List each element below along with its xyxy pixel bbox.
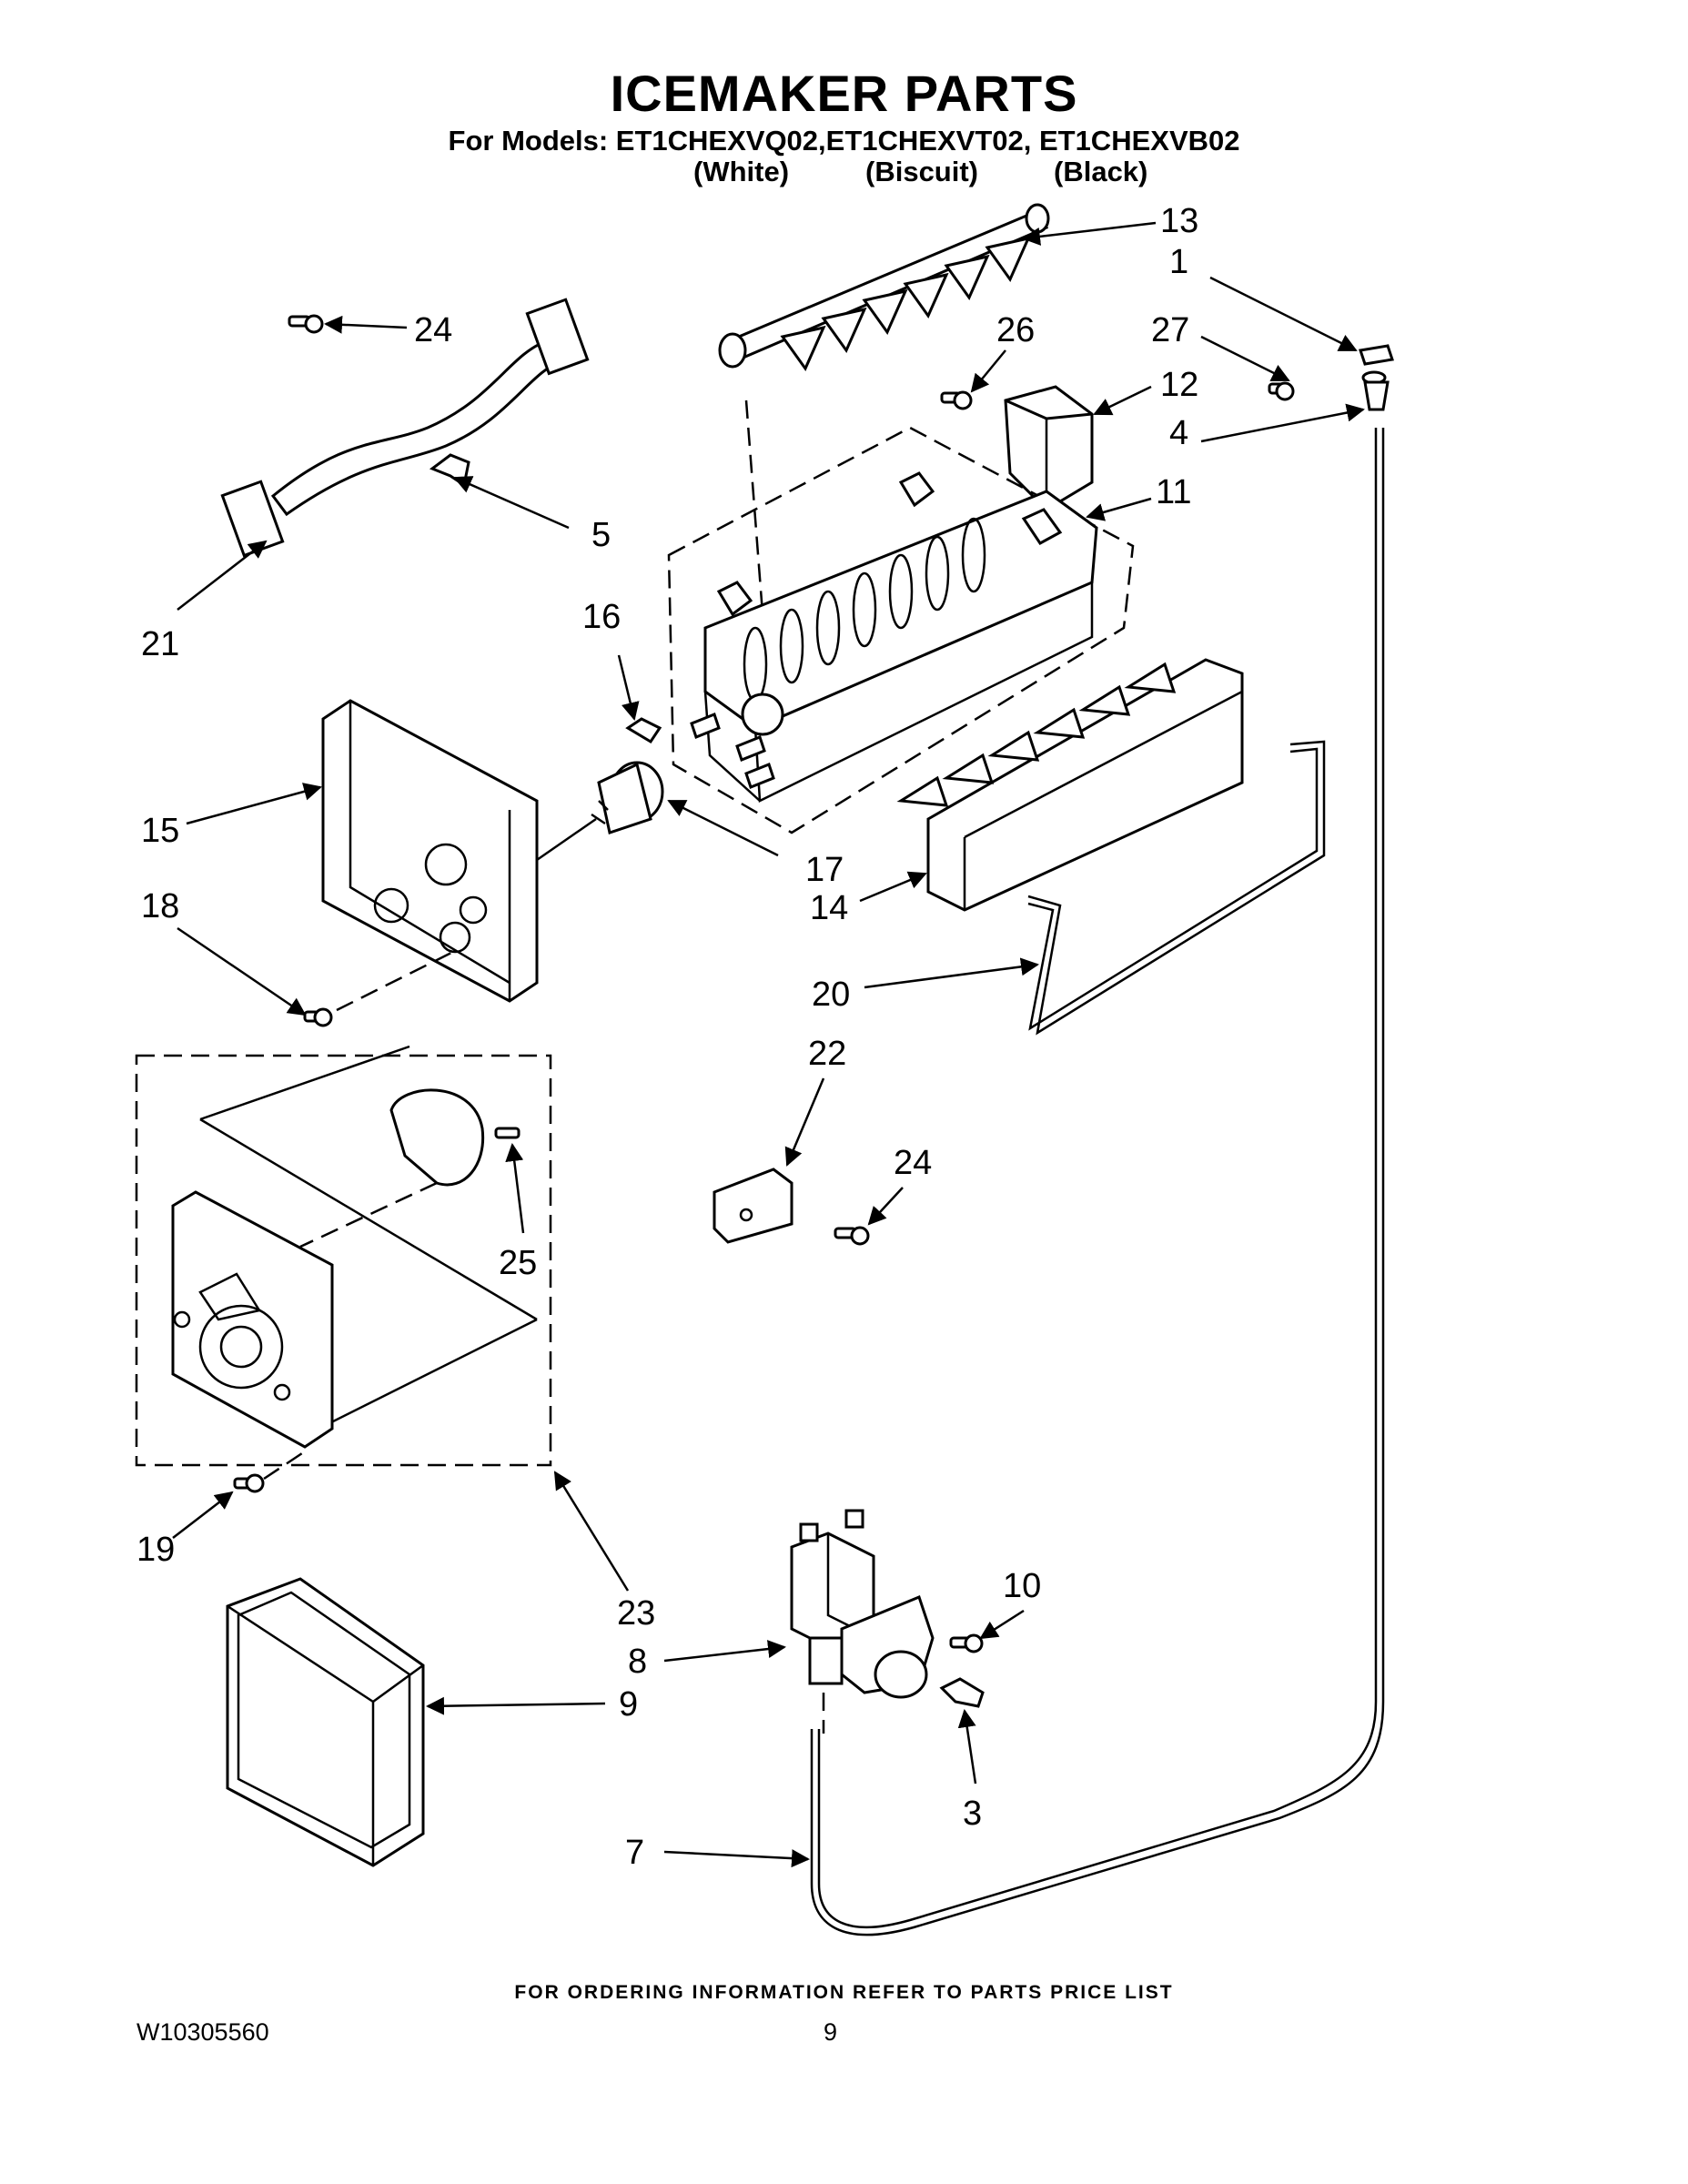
mold-cover-part (896, 658, 1244, 912)
mold-body-part (703, 471, 1098, 803)
callout-16: 16 (582, 598, 621, 636)
callout-1: 1 (1169, 243, 1188, 281)
screw-10-part (949, 1633, 984, 1653)
page-number: 9 (824, 2018, 838, 2046)
color-black: (Black) (1054, 156, 1148, 187)
callout-7: 7 (625, 1834, 644, 1872)
ordering-note: FOR ORDERING INFORMATION REFER TO PARTS … (514, 1982, 1174, 2003)
callout-23: 23 (617, 1594, 655, 1633)
callout-4: 4 (1169, 414, 1188, 452)
callout-18: 18 (141, 887, 179, 925)
motor-part (389, 1088, 521, 1187)
callout-8: 8 (628, 1643, 647, 1681)
callout-19: 19 (136, 1531, 175, 1569)
screw-26-part (940, 390, 973, 410)
models-line: For Models: ET1CHEXVQ02,ET1CHEXVT02, ET1… (448, 125, 1240, 157)
page-title: ICEMAKER PARTS (610, 65, 1078, 122)
spring-clip-part (625, 717, 662, 744)
callout-3: 3 (963, 1795, 982, 1833)
document-id: W10305560 (136, 2018, 269, 2046)
callout-20: 20 (812, 976, 850, 1014)
control-housing-part (321, 699, 539, 1003)
screw-18-part (303, 1007, 333, 1027)
callout-27: 27 (1151, 311, 1189, 349)
screw-24b-part (834, 1226, 870, 1246)
callout-13: 13 (1160, 202, 1198, 240)
callout-12: 12 (1160, 366, 1198, 404)
screw-27-part (1268, 381, 1295, 401)
callout-11: 11 (1156, 473, 1191, 511)
thermostat-part (591, 761, 664, 834)
callout-10: 10 (1003, 1567, 1041, 1605)
fill-cup-part (1004, 385, 1094, 511)
screw-part (288, 314, 324, 334)
leader-lines (172, 221, 1365, 1868)
callout-22: 22 (808, 1035, 846, 1073)
callout-21: 21 (141, 625, 179, 663)
fitting-part (1359, 344, 1394, 411)
callout-24: 24 (414, 311, 452, 349)
callout-15: 15 (141, 812, 179, 850)
callout-14: 14 (810, 889, 848, 927)
bracket-part (713, 1168, 793, 1244)
callout-numbers: 13 1 24 26 27 12 4 5 11 21 16 15 17 14 1… (136, 202, 1198, 1872)
feeler-arm-part (1027, 740, 1326, 1036)
callout-5: 5 (591, 516, 611, 554)
mold-envelope (667, 426, 1135, 834)
water-valve-part (790, 1509, 935, 1699)
screw-19-part (233, 1473, 265, 1493)
color-biscuit: (Biscuit) (865, 156, 978, 187)
clamp-part (939, 1677, 985, 1708)
callout-25: 25 (499, 1244, 537, 1282)
cover-panel-part (226, 1577, 425, 1867)
callout-24-lower: 24 (894, 1144, 932, 1182)
callout-17: 17 (805, 851, 844, 889)
color-white: (White) (693, 156, 790, 187)
module-box (135, 1054, 552, 1467)
wire-harness-part (220, 298, 590, 558)
callout-26: 26 (996, 311, 1035, 349)
water-tube-part (817, 428, 1378, 1928)
callout-9: 9 (619, 1685, 638, 1724)
control-module-part (171, 1190, 334, 1449)
